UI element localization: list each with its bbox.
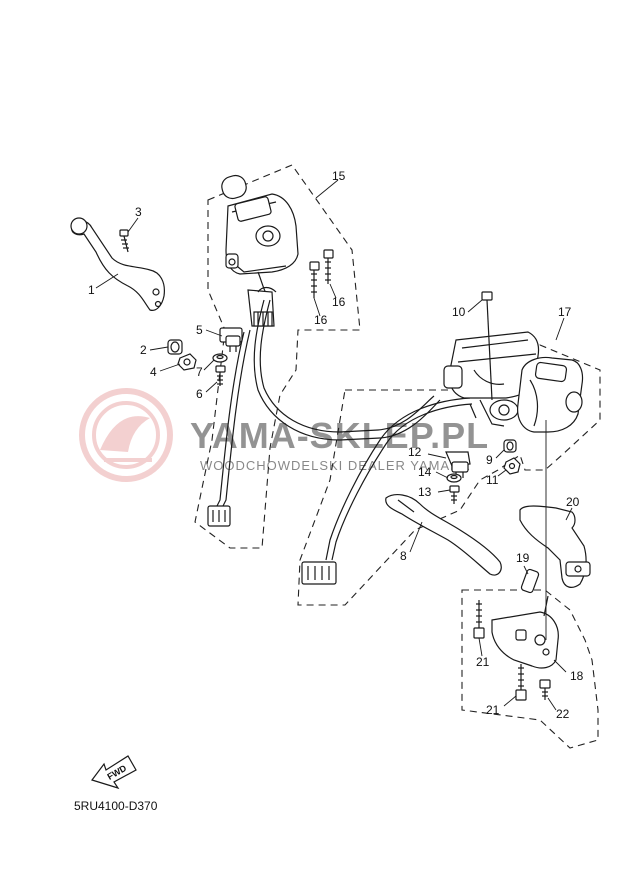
- watermark-logo: [79, 388, 173, 482]
- left-wire-harness: [207, 299, 441, 527]
- callout-20: 20: [566, 495, 580, 509]
- callout-22: 22: [556, 707, 570, 721]
- right-switch-housing: [517, 356, 584, 433]
- lever-bracket-20: [519, 505, 591, 588]
- nut-4: [177, 353, 197, 371]
- callout-6: 6: [196, 387, 203, 401]
- watermark-subtitle: WOODCHOWDELSKI DEALER YAMAHA: [200, 458, 470, 473]
- master-cylinder: [443, 331, 540, 427]
- clutch-switch-5: [219, 327, 243, 352]
- callout-2: 2: [140, 343, 147, 357]
- left-switch-housing: [221, 174, 299, 301]
- callout-12: 12: [408, 445, 422, 459]
- callout-4: 4: [150, 365, 157, 379]
- washer-7: [212, 353, 228, 363]
- bolt-10: [481, 291, 493, 401]
- callout-11: 11: [486, 473, 499, 487]
- callout-labels: 1 2 3 4 5 6 7 8 9 10 11 12 13 14 15 16 1…: [88, 169, 584, 721]
- callout-10: 10: [452, 305, 466, 319]
- collar-9: [503, 439, 517, 453]
- right-switch-assembly-outline: [297, 344, 601, 606]
- callout-8: 8: [400, 549, 407, 563]
- callout-21-b: 21: [486, 703, 500, 717]
- fwd-arrow: FWD: [91, 755, 137, 790]
- left-lever: [70, 217, 165, 311]
- clutch-bracket-outline: [461, 589, 599, 749]
- callout-16-a: 16: [314, 313, 328, 327]
- callout-17: 17: [558, 305, 572, 319]
- bolt-21-a: [473, 600, 485, 639]
- right-wire-harness: [301, 397, 473, 585]
- callout-14: 14: [418, 465, 432, 479]
- watermark: YAMA-SKLEP.PL WOODCHOWDELSKI DEALER YAMA…: [79, 388, 489, 482]
- callout-21-a: 21: [476, 655, 490, 669]
- bolt-22: [539, 679, 551, 700]
- callout-7: 7: [196, 365, 203, 379]
- callout-16-b: 16: [332, 295, 346, 309]
- callout-9: 9: [486, 453, 493, 467]
- callout-1: 1: [88, 283, 95, 297]
- callout-15: 15: [332, 169, 346, 183]
- callout-3: 3: [135, 205, 142, 219]
- pin-19: [520, 568, 540, 594]
- bolt-3: [119, 229, 129, 253]
- brake-switch-12: [445, 451, 471, 478]
- washer-14: [446, 473, 462, 483]
- collar-2: [167, 339, 183, 355]
- callout-5: 5: [196, 323, 203, 337]
- brake-lever-8: [385, 494, 502, 576]
- callout-13: 13: [418, 485, 432, 499]
- screw-16-b: [323, 249, 334, 284]
- bolt-21-b: [515, 664, 527, 701]
- screw-6: [215, 365, 226, 386]
- screw-16-a: [309, 261, 320, 298]
- nut-11: [503, 457, 521, 475]
- watermark-brand: YAMA-SKLEP.PL: [190, 415, 489, 456]
- screw-13: [449, 485, 460, 504]
- bracket-18: [491, 595, 559, 669]
- diagram-code: 5RU4100-D370: [74, 799, 158, 813]
- leader-lines: [95, 179, 573, 711]
- callout-19: 19: [516, 551, 530, 565]
- callout-18: 18: [570, 669, 584, 683]
